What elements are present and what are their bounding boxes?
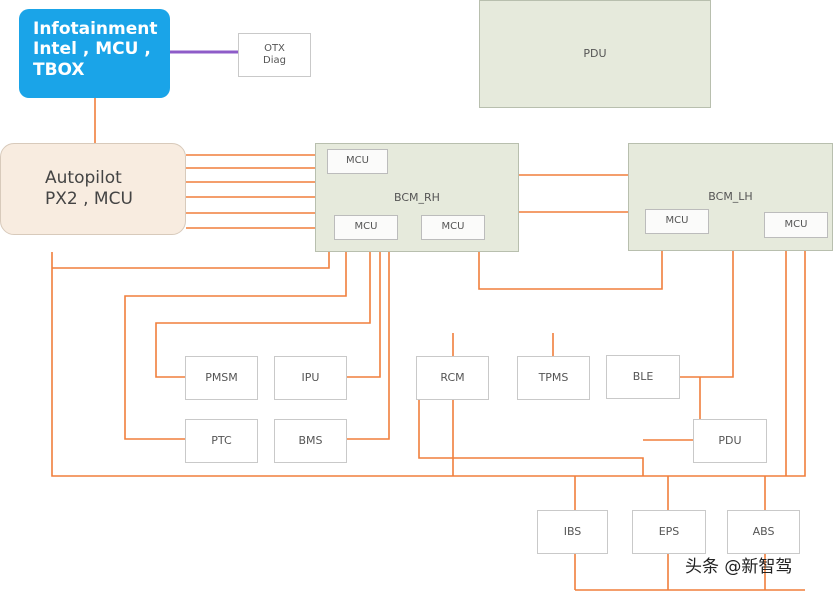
main-bus-right [575, 251, 806, 477]
ble-node: BLE [606, 355, 680, 399]
tpms-node: TPMS [517, 356, 590, 400]
bcm-rh-mcu-top: MCU [327, 149, 388, 174]
bms-node: BMS [274, 419, 347, 463]
rh-line-1 [52, 252, 330, 269]
rcm-node: RCM [416, 356, 489, 400]
ipu-line [347, 252, 381, 378]
pdu-top-node: PDU [479, 0, 711, 108]
bms-line [347, 252, 390, 440]
ptc-node: PTC [185, 419, 258, 463]
ibs-node: IBS [537, 510, 608, 554]
bcm-rh-mcu-right: MCU [421, 215, 485, 240]
infotainment-node: Infotainment Intel , MCU , TBOX [19, 9, 170, 98]
abs-node: ABS [727, 510, 800, 554]
bcm-rh-mcu-left: MCU [334, 215, 398, 240]
ptc-line [124, 252, 347, 440]
bcm-lh-mcu-right: MCU [764, 212, 828, 238]
eps-node: EPS [632, 510, 706, 554]
ipu-node: IPU [274, 356, 347, 400]
ble-line [680, 251, 734, 378]
main-bus-left [51, 252, 575, 477]
diag-node: OTX Diag [238, 33, 311, 77]
autopilot-node: Autopilot PX2 , MCU [0, 143, 186, 235]
pdu-low-node: PDU [693, 419, 767, 463]
pmsm-node: PMSM [185, 356, 258, 400]
rcm-pdu-line [418, 380, 644, 476]
bcm-loop [478, 251, 663, 290]
bcm-lh-mcu-left: MCU [645, 209, 709, 234]
bcm-rh-label: BCM_RH [394, 190, 440, 204]
bcm-lh-label: BCM_LH [708, 190, 753, 204]
pmsm-line [155, 252, 371, 378]
watermark: 头条 @新智驾 [685, 557, 793, 577]
